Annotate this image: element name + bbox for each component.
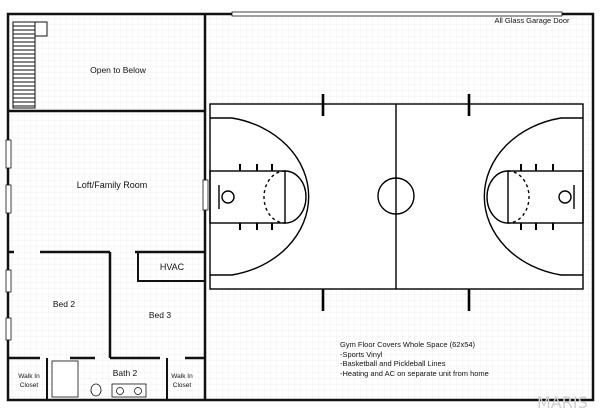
- court-hash-marks: [321, 94, 471, 311]
- label-garage-door: All Glass Garage Door: [494, 16, 570, 25]
- label-bed3: Bed 3: [149, 310, 171, 320]
- center-circle: [377, 177, 415, 215]
- sink-right: [134, 387, 142, 395]
- label-walkin-right-2: Closet: [173, 382, 192, 389]
- hvac-room: [137, 251, 206, 282]
- label-walkin-left-2: Closet: [20, 382, 39, 389]
- toilet: [90, 383, 102, 397]
- lane-marks: [239, 164, 554, 230]
- ft-circle-left-dashed: [263, 170, 286, 224]
- hoop-right: [558, 190, 572, 204]
- label-hvac: HVAC: [160, 262, 185, 272]
- bath-fixtures: [51, 360, 147, 398]
- label-walkin-right-1: Walk In: [171, 373, 193, 380]
- gym-note-item: -Heating and AC on separate unit from ho…: [340, 368, 489, 378]
- label-walkin-left-1: Walk In: [18, 373, 40, 380]
- ft-circle-right-dashed: [507, 170, 530, 224]
- bathtub: [51, 360, 79, 398]
- basketball-court: [209, 94, 584, 311]
- gym-note-item: -Basketball and Pickleball Lines: [340, 359, 446, 368]
- hoop-left: [221, 190, 235, 204]
- key-left: [209, 170, 286, 224]
- label-open-to-below: Open to Below: [90, 65, 147, 75]
- gym-notes-title: Gym Floor Covers Whole Space (62x54): [340, 340, 476, 349]
- sink-left: [116, 387, 124, 395]
- key-right: [507, 170, 584, 224]
- label-bed2: Bed 2: [53, 299, 75, 309]
- three-point-right: [483, 117, 583, 276]
- three-point-left: [210, 117, 310, 276]
- watermark: MARIS: [537, 393, 588, 412]
- room-labels: Open to Below Loft/Family Room HVAC Bed …: [18, 16, 570, 389]
- windows: [5, 139, 209, 341]
- gym-notes: Gym Floor Covers Whole Space (62x54) -Sp…: [340, 340, 489, 378]
- ft-circle-right: [486, 170, 509, 224]
- garage-door: [231, 11, 563, 17]
- label-bath2: Bath 2: [113, 368, 138, 378]
- stairs: [12, 21, 48, 109]
- label-loft: Loft/Family Room: [77, 180, 148, 190]
- gym-note-item: -Sports Vinyl: [340, 349, 383, 359]
- ft-circle-left: [284, 170, 307, 224]
